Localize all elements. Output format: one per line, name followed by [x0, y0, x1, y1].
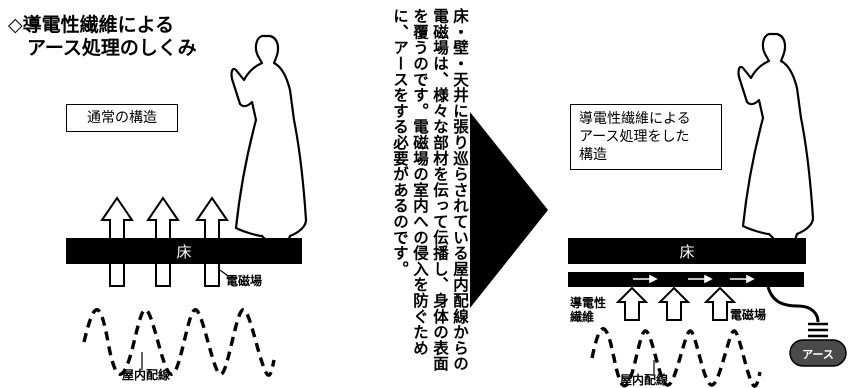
em-field-label-left: 電磁場	[226, 274, 263, 288]
wiring-label-left: 屋内配線	[122, 368, 171, 382]
fiber-current-arrows	[633, 274, 755, 284]
fiber-label: 導電性 繊維	[570, 296, 607, 324]
floor-bar-right	[568, 238, 806, 264]
woman-figure-left	[230, 34, 308, 250]
up-arrow	[615, 286, 649, 321]
floor-label-right: 床	[679, 243, 694, 261]
description-text: 床・壁・天井に張り巡らされている屋内配線からの電磁場は、様々な部材を伝って伝播し…	[391, 8, 469, 372]
transition-arrow	[470, 112, 548, 308]
conductive-fiber-layer	[568, 272, 804, 287]
em-field-label-right: 電磁場	[730, 308, 767, 322]
up-arrows-right	[615, 286, 737, 321]
wiring-wave-right	[590, 327, 762, 388]
floor-label-left: 床	[176, 243, 191, 261]
wiring-wave-left	[82, 308, 276, 377]
ground-label: アース	[802, 348, 834, 361]
ground-cable	[766, 286, 820, 323]
woman-figure-right	[737, 32, 815, 248]
em-pointer-left	[219, 269, 229, 277]
ground-connector	[808, 322, 828, 338]
earthed-structure-label: 導電性繊維による アース処理をした 構造	[570, 104, 722, 170]
up-arrow	[657, 286, 691, 321]
up-arrow	[703, 286, 737, 321]
ground-badge	[789, 339, 847, 367]
normal-structure-label: 通常の構造	[66, 104, 178, 132]
wiring-label-right: 屋内配線	[620, 373, 669, 387]
floor-bar-left	[66, 238, 302, 264]
diagram-title: ◇導電性繊維による アース処理のしくみ	[8, 14, 197, 59]
